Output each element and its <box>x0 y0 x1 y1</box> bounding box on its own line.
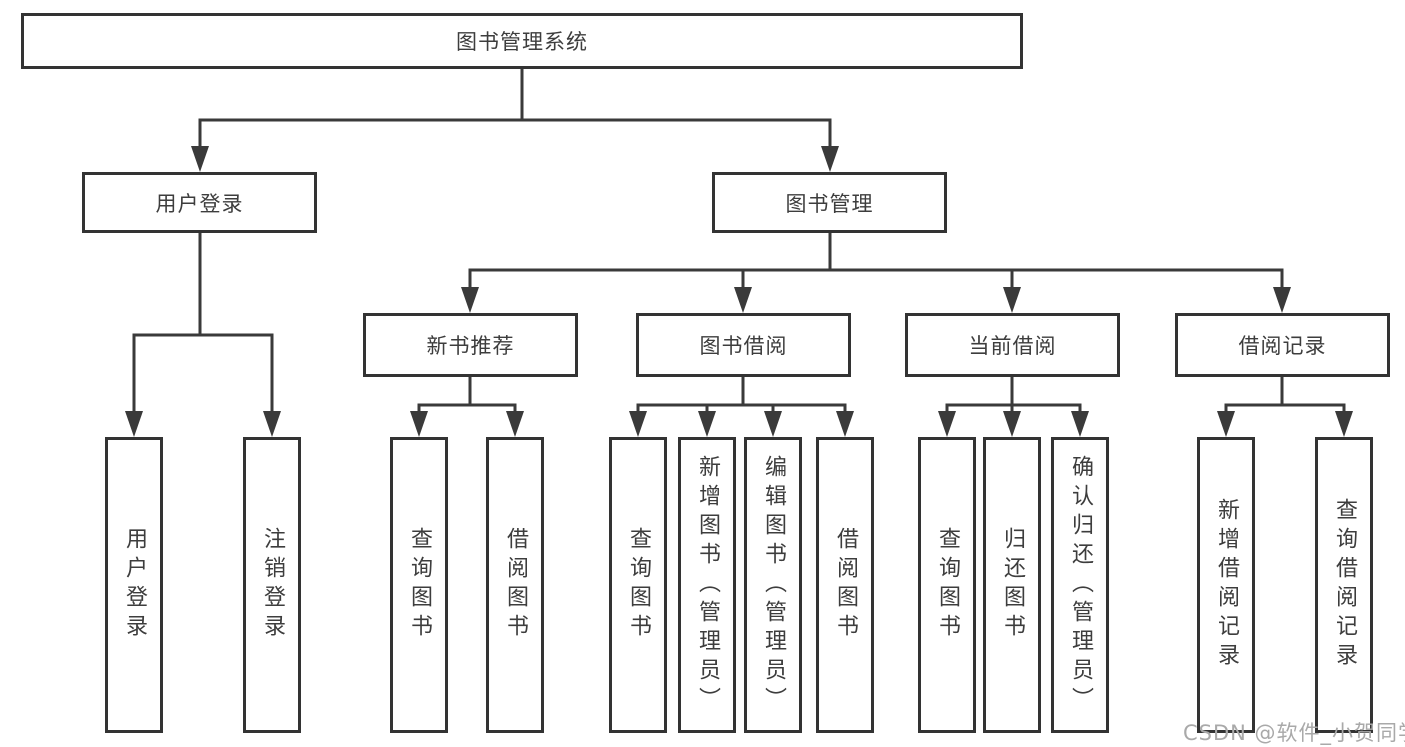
csdn-watermark: CSDN @软件_小贺同学 <box>1183 721 1405 745</box>
arrow-down-icon <box>1217 411 1235 437</box>
arrow-down-icon <box>698 411 716 437</box>
leaf-return-books: 归还图书 <box>983 437 1041 733</box>
arrow-down-icon <box>410 411 428 437</box>
node-user-login: 用户登录 <box>82 172 317 233</box>
connector-new-book-recommend <box>410 377 524 437</box>
arrow-down-icon <box>1273 287 1291 313</box>
node-label: 新书推荐 <box>426 334 515 358</box>
node-current-borrow: 当前借阅 <box>905 313 1120 377</box>
leaf-query-books-2: 查询图书 <box>609 437 667 733</box>
leaf-borrow-books-1: 借阅图书 <box>486 437 544 733</box>
leaf-query-borrow-record: 查询借阅记录 <box>1315 437 1373 733</box>
arrow-down-icon <box>821 146 839 172</box>
node-borrow-records: 借阅记录 <box>1175 313 1390 377</box>
arrow-down-icon <box>764 411 782 437</box>
node-label: 注销登录 <box>260 527 285 643</box>
node-label: 图书管理系统 <box>456 30 588 54</box>
arrow-down-icon <box>125 411 143 437</box>
node-label: 借阅图书 <box>503 527 528 643</box>
leaf-edit-books-admin: 编辑图书（管理员） <box>744 437 802 733</box>
node-label: 查询借阅记录 <box>1332 498 1357 672</box>
connector-root-to-level2 <box>191 68 839 172</box>
leaf-add-borrow-record: 新增借阅记录 <box>1197 437 1255 733</box>
node-new-book-recommend: 新书推荐 <box>363 313 578 377</box>
node-label: 用户登录 <box>155 191 244 216</box>
node-label: 新增借阅记录 <box>1214 498 1239 672</box>
leaf-borrow-books-2: 借阅图书 <box>816 437 874 733</box>
leaf-query-books-1: 查询图书 <box>390 437 448 733</box>
arrow-down-icon <box>938 411 956 437</box>
node-label: 用户登录 <box>122 527 147 643</box>
connector-borrow-records <box>1217 377 1353 437</box>
arrow-down-icon <box>461 287 479 313</box>
node-label: 新增图书（管理员） <box>695 454 720 716</box>
connector-book-management <box>461 233 1291 313</box>
arrow-down-icon <box>506 411 524 437</box>
node-label: 图书管理 <box>785 191 874 216</box>
arrow-down-icon <box>734 287 752 313</box>
node-label: 确认归还（管理员） <box>1068 454 1093 716</box>
node-book-management: 图书管理 <box>712 172 947 233</box>
node-label: 归还图书 <box>1000 527 1025 643</box>
node-label: 借阅图书 <box>833 527 858 643</box>
node-label: 查询图书 <box>935 527 960 643</box>
leaf-query-books-3: 查询图书 <box>918 437 976 733</box>
node-label: 编辑图书（管理员） <box>761 454 786 716</box>
node-label: 当前借阅 <box>968 334 1057 358</box>
arrow-down-icon <box>836 411 854 437</box>
connector-book-borrow <box>629 377 854 437</box>
arrow-down-icon <box>1071 411 1089 437</box>
arrow-down-icon <box>191 146 209 172</box>
node-root: 图书管理系统 <box>21 13 1023 69</box>
node-label: 查询图书 <box>626 527 651 643</box>
leaf-user-login: 用户登录 <box>105 437 163 733</box>
arrow-down-icon <box>1003 287 1021 313</box>
connector-user-login <box>125 233 281 437</box>
leaf-logout: 注销登录 <box>243 437 301 733</box>
leaf-confirm-return-admin: 确认归还（管理员） <box>1051 437 1109 733</box>
node-label: 借阅记录 <box>1238 334 1327 358</box>
leaf-add-books-admin: 新增图书（管理员） <box>678 437 736 733</box>
arrow-down-icon <box>1003 411 1021 437</box>
node-label: 查询图书 <box>407 527 432 643</box>
node-label: 图书借阅 <box>699 334 788 358</box>
connector-current-borrow <box>938 377 1089 437</box>
arrow-down-icon <box>1335 411 1353 437</box>
arrow-down-icon <box>263 411 281 437</box>
arrow-down-icon <box>629 411 647 437</box>
node-book-borrow: 图书借阅 <box>636 313 851 377</box>
